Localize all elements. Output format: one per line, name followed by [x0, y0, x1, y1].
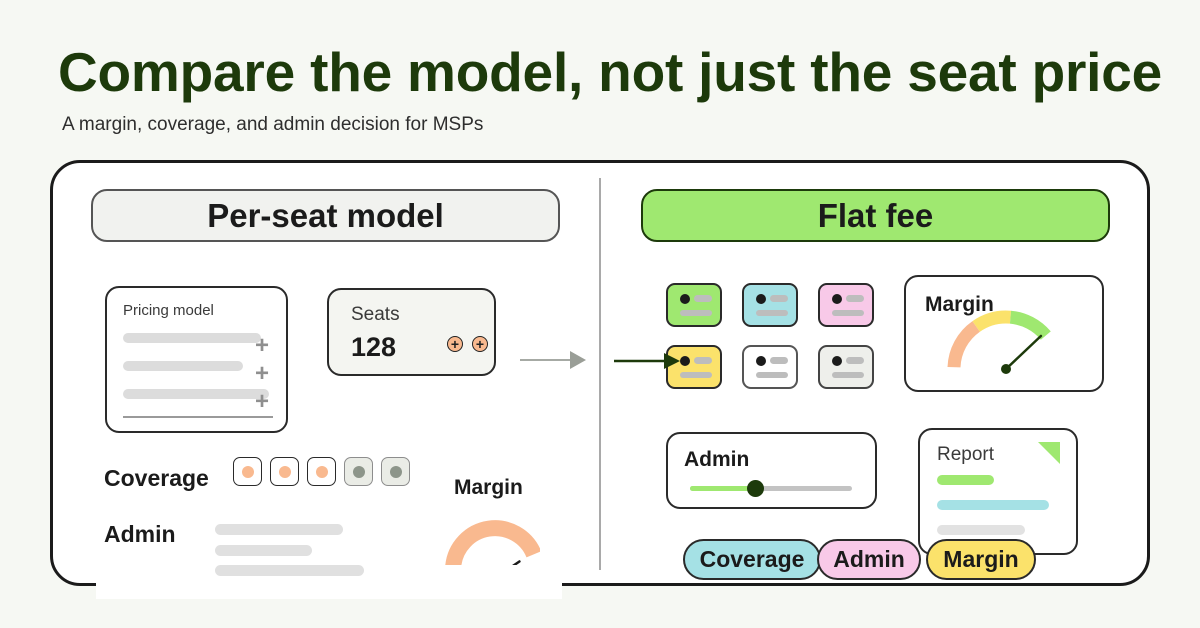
- service-tile[interactable]: [818, 283, 874, 327]
- coverage-chip[interactable]: [381, 457, 410, 486]
- plus-icon[interactable]: +: [255, 332, 270, 359]
- per-seat-margin-label: Margin: [454, 476, 523, 499]
- tile-line: [770, 295, 788, 302]
- report-bar: [937, 500, 1049, 510]
- pointer-arrow-icon: [614, 353, 680, 369]
- admin-label: Admin: [104, 521, 176, 547]
- coverage-dot-icon: [352, 465, 365, 478]
- tile-dot-icon: [756, 356, 766, 366]
- margin-tag[interactable]: Margin: [926, 539, 1036, 580]
- pricing-divider: [123, 416, 273, 418]
- coverage-label: Coverage: [104, 465, 209, 491]
- plus-icon[interactable]: +: [255, 360, 270, 387]
- tile-dot-icon: [680, 356, 690, 366]
- tile-line: [846, 295, 864, 302]
- coverage-dot-icon: [315, 465, 328, 478]
- coverage-chip[interactable]: [307, 457, 336, 486]
- flat-fee-margin-gauge: [947, 310, 1051, 374]
- coverage-tag[interactable]: Coverage: [683, 539, 821, 580]
- plus-icon[interactable]: +: [255, 388, 270, 415]
- coverage-chip[interactable]: [233, 457, 262, 486]
- tile-dot-icon: [680, 294, 690, 304]
- tile-line: [680, 372, 712, 378]
- gauge-hub: [1001, 364, 1011, 374]
- coverage-dot-icon: [278, 465, 291, 478]
- gauge-needle: [1004, 334, 1043, 371]
- admin-task-bar: [215, 524, 343, 535]
- per-seat-margin-gauge: [445, 520, 540, 565]
- coverage-dot-icon: [241, 465, 254, 478]
- tile-line: [770, 357, 788, 364]
- pricing-model-label: Pricing model: [123, 302, 214, 319]
- service-tile[interactable]: [818, 345, 874, 389]
- page-subtitle: A margin, coverage, and admin decision f…: [62, 114, 484, 135]
- gauge-arc: [445, 520, 540, 565]
- tile-line: [680, 310, 712, 316]
- plus-icon[interactable]: +: [447, 336, 463, 352]
- admin-task-bar: [215, 545, 312, 556]
- gauge-segment-low: [947, 321, 981, 368]
- tile-line: [846, 357, 864, 364]
- tile-line: [756, 310, 788, 316]
- pricing-option-bar: [123, 389, 269, 399]
- tile-line: [694, 295, 712, 302]
- tile-dot-icon: [756, 294, 766, 304]
- service-tile[interactable]: [742, 283, 798, 327]
- flat-fee-margin-label: Margin: [925, 293, 994, 316]
- service-tile[interactable]: [666, 283, 722, 327]
- arrow-right-icon: [520, 351, 586, 369]
- tile-line: [756, 372, 788, 378]
- pricing-option-bar: [123, 361, 243, 371]
- tile-line: [832, 372, 864, 378]
- triangle-flag-icon: [1038, 442, 1060, 464]
- pricing-option-bar: [123, 333, 261, 343]
- service-tile[interactable]: [742, 345, 798, 389]
- seats-value: 128: [351, 332, 397, 362]
- gauge-needle: [512, 560, 521, 565]
- report-label: Report: [937, 444, 995, 465]
- admin-tag[interactable]: Admin: [817, 539, 921, 580]
- coverage-chip[interactable]: [270, 457, 299, 486]
- seats-card: Seats 128 + +: [327, 288, 496, 376]
- report-bar: [937, 475, 994, 485]
- flat-fee-margin-card: Margin: [904, 275, 1104, 392]
- tile-line: [694, 357, 712, 364]
- flat-fee-admin-card: Admin: [666, 432, 877, 509]
- coverage-dot-icon: [389, 465, 402, 478]
- admin-slider-fill: [690, 486, 755, 491]
- gauge-segment-high: [1009, 310, 1051, 341]
- flat-fee-heading: Flat fee: [641, 189, 1110, 242]
- tile-line: [832, 310, 864, 316]
- per-seat-heading: Per-seat model: [91, 189, 560, 242]
- page-title: Compare the model, not just the seat pri…: [58, 41, 1163, 103]
- seats-label: Seats: [351, 304, 400, 325]
- tile-dot-icon: [832, 356, 842, 366]
- coverage-chip[interactable]: [344, 457, 373, 486]
- admin-slider-thumb[interactable]: [746, 480, 764, 497]
- plus-icon[interactable]: +: [472, 336, 488, 352]
- report-card: Report: [918, 428, 1078, 555]
- flat-fee-admin-label: Admin: [684, 448, 750, 471]
- gauge-segment-mid: [972, 310, 1012, 332]
- pricing-model-card: Pricing model + + +: [105, 286, 288, 433]
- report-bar: [937, 525, 1025, 535]
- admin-slider[interactable]: [690, 480, 852, 497]
- tile-dot-icon: [832, 294, 842, 304]
- frame-bottom-patch: [96, 583, 562, 599]
- admin-task-bar: [215, 565, 364, 576]
- column-divider: [599, 178, 601, 570]
